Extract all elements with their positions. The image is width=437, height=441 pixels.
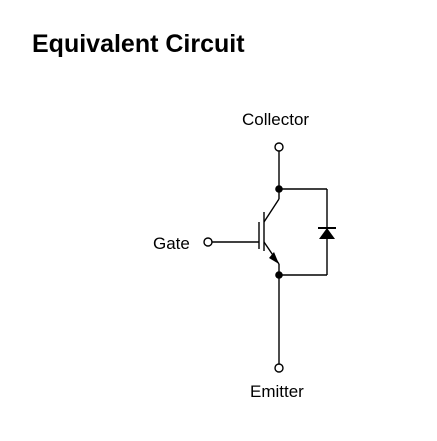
gate-terminal bbox=[203, 237, 213, 247]
gate-label: Gate bbox=[153, 234, 190, 253]
emitter-arrow bbox=[269, 252, 279, 264]
emitter-label: Emitter bbox=[250, 382, 304, 401]
junction-dot-bottom bbox=[275, 271, 283, 279]
junction-dot-top bbox=[275, 185, 283, 193]
igbt-collector-diagonal bbox=[263, 198, 280, 223]
diode-triangle bbox=[319, 228, 335, 239]
collector-label: Collector bbox=[242, 110, 310, 129]
collector-terminal bbox=[274, 142, 284, 152]
emitter-terminal bbox=[274, 363, 284, 373]
diagram-title: Equivalent Circuit bbox=[32, 30, 245, 58]
